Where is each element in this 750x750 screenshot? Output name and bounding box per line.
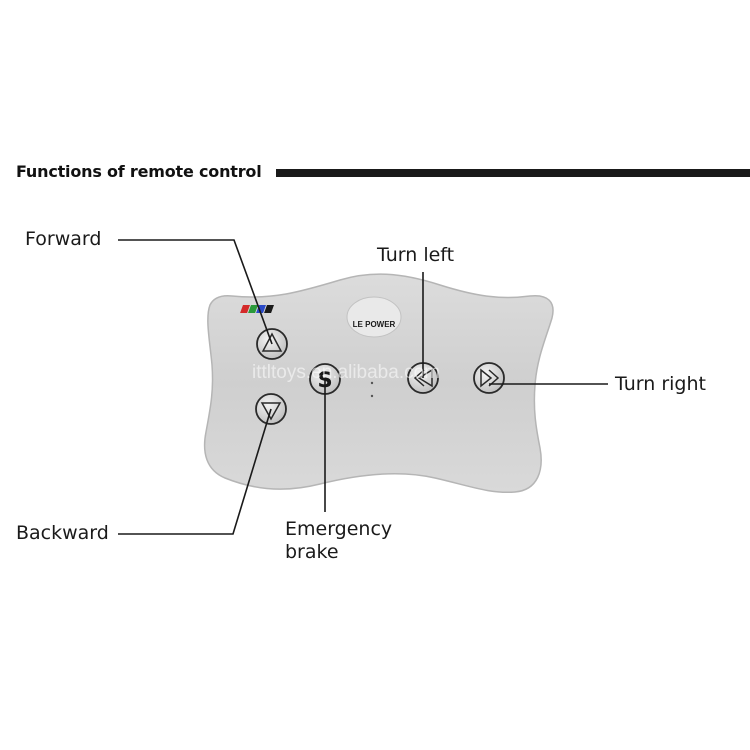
indicator-dot [370,394,374,398]
watermark: ittltoys.en.alibaba.com [252,362,440,383]
indicator-dot [370,381,374,385]
backward-leader-line [118,408,272,535]
color-stripe-logo [240,296,402,338]
emergency-brake-label-line2: brake [285,541,339,563]
emergency-brake-label: Emergency brake [285,518,392,564]
section-title: Functions of remote control [16,162,262,181]
remote-body [203,273,554,494]
turn-right-button[interactable] [473,362,505,394]
backward-label: Backward [16,522,109,544]
turn-right-label: Turn right [615,373,706,395]
forward-leader-line [118,239,273,345]
turn-left-label: Turn left [377,244,455,266]
up-triangle-icon [261,332,283,352]
down-triangle-icon [260,402,282,421]
brand-label: LE POWER [353,320,396,329]
forward-label: Forward [25,228,102,250]
left-arrow-icon [413,368,433,388]
title-rule [276,169,750,177]
emergency-brake-label-line1: Emergency [285,518,393,540]
